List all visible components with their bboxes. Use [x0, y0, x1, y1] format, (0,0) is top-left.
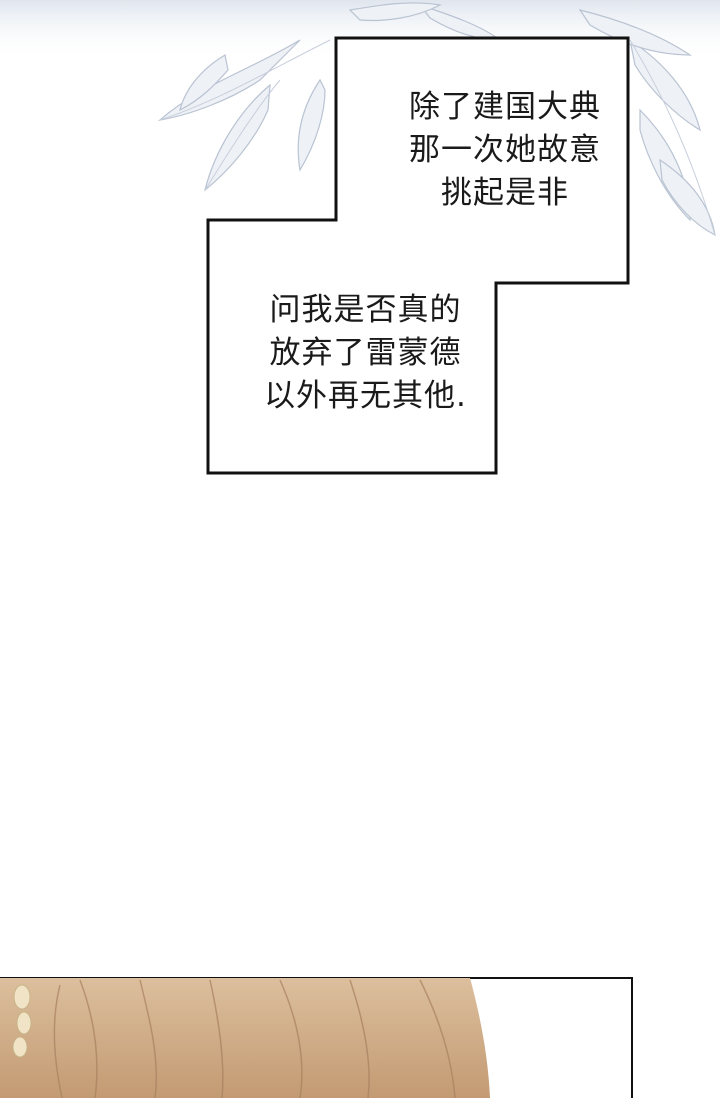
dialogue-line: 以外再无其他. [264, 378, 467, 414]
foliage-illustration [0, 0, 720, 237]
dialogue-line: 挑起是非 [441, 175, 569, 211]
dialogue-line: 问我是否真的 [269, 292, 462, 328]
dialogue-text-top: 除了建国大典 那一次她故意 挑起是非 [395, 86, 615, 215]
dialogue-line: 放弃了雷蒙德 [269, 335, 462, 371]
next-panel-hair-illustration [0, 977, 633, 1098]
dialogue-line: 除了建国大典 [409, 89, 601, 125]
speech-bubble [206, 36, 630, 475]
dialogue-text-bottom: 问我是否真的 放弃了雷蒙德 以外再无其他. [253, 289, 478, 418]
dialogue-line: 那一次她故意 [409, 132, 601, 168]
